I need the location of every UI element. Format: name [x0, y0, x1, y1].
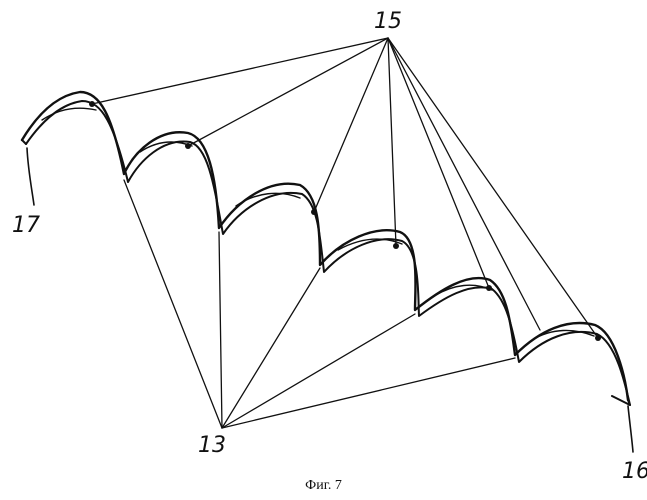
- corrugated-tile-strip: [22, 92, 630, 405]
- label-15: 15: [374, 9, 402, 34]
- attachment-points: [89, 101, 601, 341]
- support-lines: [92, 38, 598, 428]
- label-17: 17: [12, 213, 40, 238]
- label-13: 13: [198, 433, 226, 458]
- leader-lines: [27, 148, 633, 452]
- figure-caption: Фиг. 7: [0, 478, 647, 494]
